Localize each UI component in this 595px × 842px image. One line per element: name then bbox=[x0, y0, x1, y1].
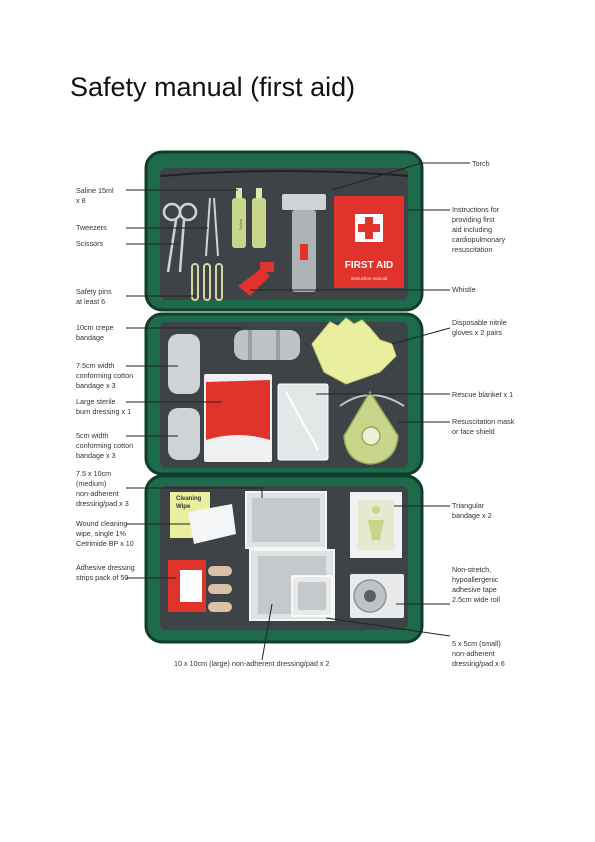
label-large-pad: 10 x 10cm (large) non-adherent dressing/… bbox=[174, 659, 329, 668]
label-conforming-5: 5cm width conforming cotton bandage x 3 bbox=[76, 431, 135, 460]
conforming-bandage-5-item bbox=[168, 408, 200, 460]
saline-pod-text: Saline bbox=[238, 218, 243, 230]
medium-pad-item bbox=[245, 491, 327, 549]
label-instructions: Instructions for providing first aid inc… bbox=[452, 205, 507, 254]
first-aid-title-text: FIRST AID bbox=[345, 260, 394, 271]
label-triangular: Triangular bandage x 2 bbox=[452, 501, 492, 520]
label-mask: Resuscitation mask or face shield bbox=[452, 417, 516, 436]
saline-pods-item: Saline bbox=[232, 188, 266, 248]
label-crepe: 10cm crepe bandage bbox=[76, 323, 116, 342]
tweezers-item bbox=[205, 197, 219, 257]
cleaning-wipe-text-1: Cleaning bbox=[176, 496, 202, 502]
scissors-item bbox=[162, 202, 198, 273]
label-rescue-blanket: Rescue blanket x 1 bbox=[452, 390, 513, 399]
cleaning-wipe-item: Cleaning Wipe bbox=[170, 492, 236, 544]
label-saline: Saline 15ml x 8 bbox=[76, 186, 116, 205]
callout-labels: Torch Saline 15ml x 8 Tweezers Scissors … bbox=[75, 159, 516, 668]
label-tweezers: Tweezers bbox=[76, 223, 107, 232]
label-strips: Adhesive dressing strips pack of 50 bbox=[76, 563, 137, 582]
label-wipe: Wound cleaning wipe, single 1% Cetrimide… bbox=[75, 519, 134, 548]
instructions-manual-item: FIRST AID instruction manual bbox=[334, 196, 404, 288]
cleaning-wipe-text-2: Wipe bbox=[176, 504, 191, 510]
torch-item bbox=[282, 194, 326, 292]
triangular-bandage-item bbox=[350, 492, 402, 558]
burn-dressing-item bbox=[204, 374, 272, 462]
page-title: Safety manual (first aid) bbox=[70, 72, 356, 102]
label-conforming-75: 7.5cm width conforming cotton bandage x … bbox=[76, 361, 135, 390]
crepe-bandage-item bbox=[234, 330, 300, 360]
rescue-blanket-item bbox=[277, 383, 329, 461]
label-torch: Torch bbox=[472, 159, 490, 168]
whistle-item bbox=[238, 262, 274, 296]
gloves-item bbox=[311, 317, 397, 385]
label-whistle: Whistle bbox=[452, 285, 476, 294]
small-pad-item bbox=[291, 575, 333, 617]
adhesive-tape-item bbox=[350, 574, 404, 618]
label-safety-pins: Safety pins at least 6 bbox=[76, 287, 114, 306]
label-medium-pad: 7.5 x 10cm (medium) non-adherent dressin… bbox=[76, 469, 129, 508]
leader-lines bbox=[126, 162, 470, 661]
label-gloves: Disposable nitrile gloves x 2 pairs bbox=[452, 318, 509, 337]
label-burn-dressing: Large sterile burn dressing x 1 bbox=[76, 397, 131, 416]
safety-pins-item bbox=[191, 263, 223, 301]
label-scissors: Scissors bbox=[76, 239, 104, 248]
instruction-manual-text: instruction manual bbox=[351, 276, 388, 281]
conforming-bandage-75-item bbox=[168, 334, 200, 394]
adhesive-strips-item bbox=[168, 560, 232, 612]
label-tape: Non-stretch, hypoallergenic adhesive tap… bbox=[452, 565, 500, 604]
label-small-pad: 5 x 5cm (small) non-adherent dressing/pa… bbox=[452, 639, 505, 668]
resuscitation-mask-item bbox=[339, 390, 405, 465]
